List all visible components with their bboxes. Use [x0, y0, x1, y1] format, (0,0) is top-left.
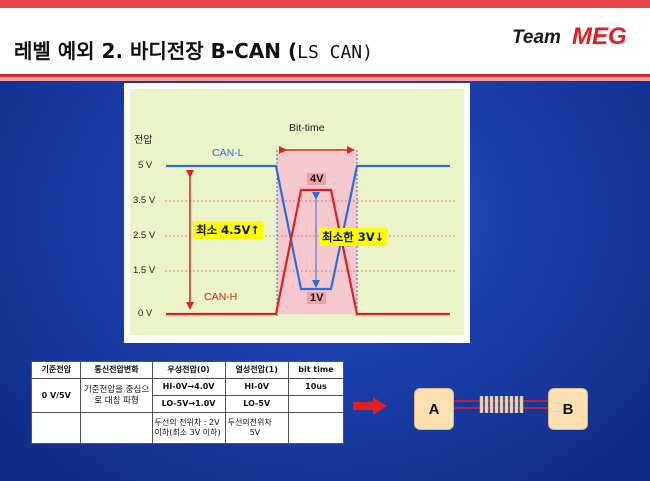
- cell-empty: [287, 395, 345, 413]
- cell-dominant-hi: HI-0V→4.0V: [151, 378, 226, 396]
- cell-empty: [287, 412, 345, 444]
- cell-empty: [80, 412, 153, 444]
- team-meg-logo: Team MEG: [510, 22, 642, 60]
- tag-1v: 1V: [307, 292, 327, 304]
- cell-dominant-diff: 두선의 전위차 : 2V이하(최소 3V 이하): [151, 412, 226, 444]
- cell-recessive-diff-value: 5V: [249, 428, 261, 437]
- bit-time-label: Bit-time: [289, 122, 325, 134]
- slide-title-main: 레벨 예외 2. 바디전장 B-CAN (: [14, 39, 298, 63]
- header-subdivider: [0, 77, 650, 81]
- cell-bit-time: 10us: [287, 378, 345, 396]
- y-tick-3-5v: 3.5 V: [133, 195, 156, 206]
- table-row: 0 V/5V 기준전압을 중심으로 대칭 파형 HI-0V→4.0V HI-0V…: [30, 378, 345, 413]
- cell-comm-change: 기준전압을 중심으로 대칭 파형: [80, 378, 153, 413]
- tag-min-4-5v: 최소 4.5V↑: [193, 221, 264, 239]
- spec-table: 기준전압 통신전압변화 우성전압(0) 열성전압(1) bit time 0 V…: [30, 361, 345, 444]
- logo-meg-text: MEG: [572, 23, 627, 50]
- header-ref-voltage: 기준전압: [30, 361, 82, 379]
- cell-ref-voltage: 0 V/5V: [30, 378, 82, 413]
- can-h-line: [166, 188, 450, 316]
- twisted-pair-bus-icon: [454, 396, 548, 413]
- cell-recessive-lo: LO-5V: [224, 395, 289, 413]
- tag-min-3v: 최소한 3V↓: [319, 228, 388, 246]
- header-dominant: 우성전압(0): [151, 361, 226, 379]
- y-tick-0v: 0 V: [138, 308, 153, 319]
- can-l-label: CAN-L: [212, 147, 244, 159]
- logo-team-text: Team: [512, 27, 561, 48]
- header-recessive: 열성전압(1): [224, 361, 289, 379]
- slide-header: 레벨 예외 2. 바디전장 B-CAN (LS CAN) Team MEG: [0, 8, 650, 74]
- cell-recessive-hi: HI-0V: [224, 378, 289, 396]
- slide-title: 레벨 예외 2. 바디전장 B-CAN (LS CAN): [14, 35, 373, 64]
- cell-empty: [30, 412, 82, 444]
- y-tick-2-5v: 2.5 V: [133, 230, 156, 241]
- y-tick-1-5v: 1.5 V: [133, 265, 156, 276]
- cell-dominant-lo: LO-5V→1.0V: [151, 395, 226, 413]
- can-h-label: CAN-H: [204, 291, 238, 303]
- y-tick-5v: 5 V: [138, 160, 153, 171]
- node-b: B: [548, 388, 588, 430]
- tag-4v: 4V: [307, 173, 327, 185]
- table-header-row: 기준전압 통신전압변화 우성전압(0) 열성전압(1) bit time: [30, 361, 345, 379]
- can-l-line: [166, 164, 450, 291]
- header-divider: [0, 74, 650, 77]
- node-a: A: [414, 388, 454, 430]
- slide-title-paren: LS CAN): [297, 42, 373, 63]
- cell-recessive-diff-label: 두선의전위차: [227, 418, 272, 427]
- header-comm-change: 통신전압변화: [80, 361, 153, 379]
- header-bit-time: bit time: [287, 361, 345, 379]
- right-arrow-icon: [353, 397, 387, 415]
- y-axis-title: 전압: [134, 135, 153, 146]
- top-accent-bar: [0, 0, 650, 8]
